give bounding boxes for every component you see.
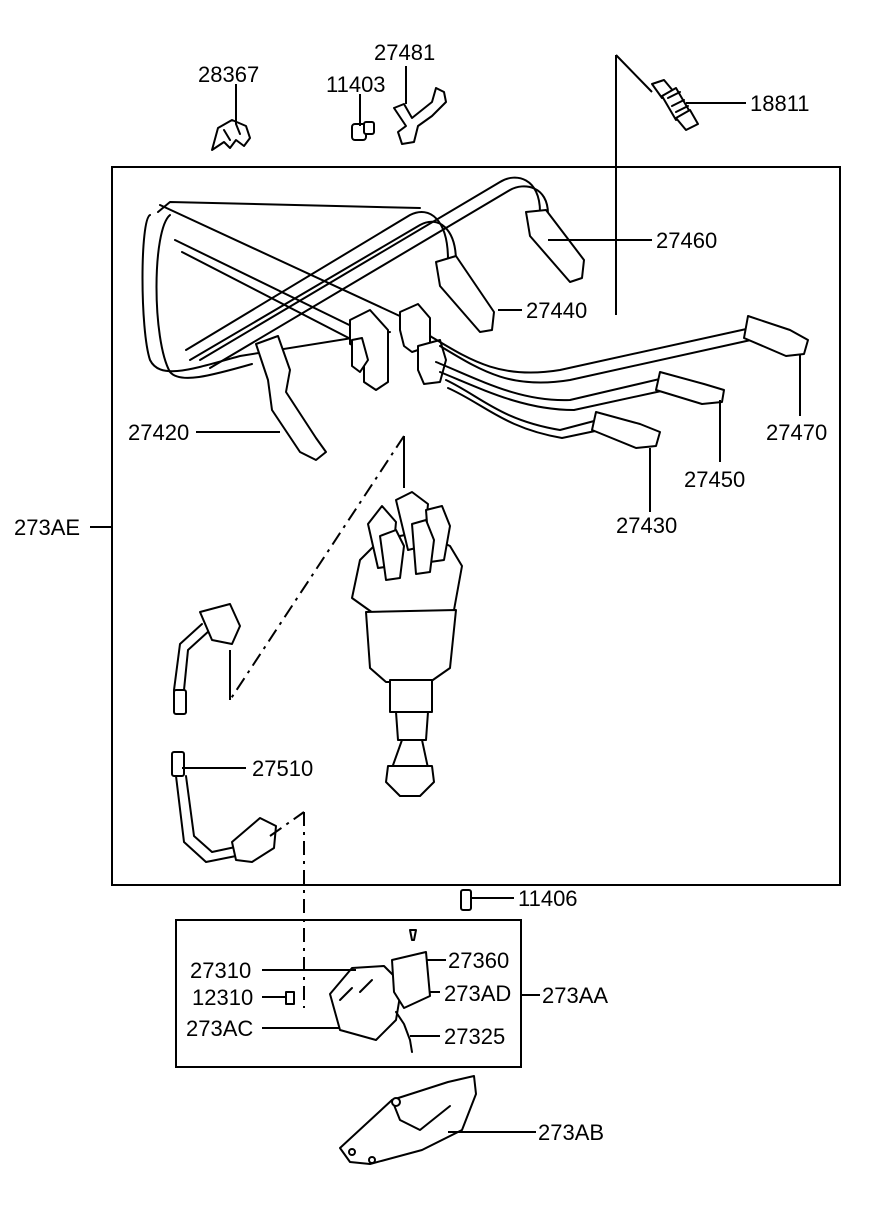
label-27325: 27325 [444, 1024, 505, 1049]
part-27481-bracket [393, 87, 447, 145]
label-27450: 27450 [684, 467, 745, 492]
ignition-cable-harness [141, 176, 809, 461]
label-27470: 27470 [766, 420, 827, 445]
label-27481: 27481 [374, 40, 435, 65]
part-18811-spark-plug [651, 79, 699, 131]
part-28367-clip [211, 119, 251, 151]
label-27360: 27360 [448, 948, 509, 973]
label-27460: 27460 [656, 228, 717, 253]
part-11403-bolt [351, 121, 375, 141]
assembly-frame-273AA [175, 919, 522, 1068]
assembly-frame-273AE [111, 166, 841, 886]
part-11406-bolt [460, 889, 472, 911]
label-27420: 27420 [128, 420, 189, 445]
label-27440: 27440 [526, 298, 587, 323]
label-11406: 11406 [518, 886, 578, 911]
part-273AB-bracket [339, 1075, 477, 1165]
label-273AC: 273AC [186, 1016, 253, 1041]
coil-wire [171, 603, 277, 863]
label-273AA: 273AA [542, 983, 608, 1008]
distributor [351, 491, 463, 797]
label-18811: 18811 [750, 91, 810, 116]
label-12310: 12310 [192, 985, 253, 1010]
label-27510: 27510 [252, 756, 313, 781]
label-27310: 27310 [190, 958, 251, 983]
ignition-coil-assembly [285, 929, 431, 1053]
label-273AD: 273AD [444, 981, 511, 1006]
label-273AE: 273AE [14, 515, 80, 540]
label-28367: 28367 [198, 62, 259, 87]
label-27430: 27430 [616, 513, 677, 538]
label-11403: 11403 [326, 72, 386, 97]
label-273AB: 273AB [538, 1120, 604, 1145]
